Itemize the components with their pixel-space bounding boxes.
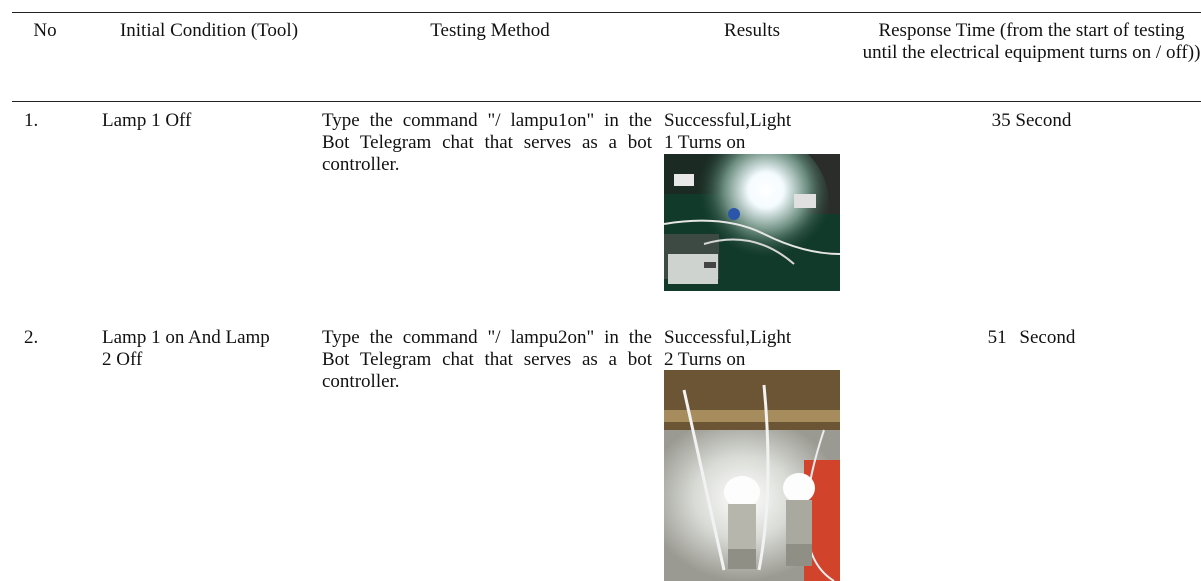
lamp-2-photo	[664, 370, 840, 581]
result-text: Successful,Light 2 Turns on	[664, 327, 792, 370]
testing-method: Type the command "/ lampu2on" in the Bot…	[322, 327, 652, 392]
header-response-time: Response Time (from the start of testing…	[862, 20, 1201, 63]
lamp-1-photo	[664, 154, 840, 291]
testing-method: Type the command "/ lampu1on" in the Bot…	[322, 110, 652, 175]
row-number: 2.	[24, 327, 39, 348]
results-table: No Initial Condition (Tool) Testing Meth…	[12, 0, 1201, 581]
row-number: 1.	[24, 110, 39, 131]
header-bottom-rule	[12, 101, 1201, 102]
result-text: Successful,Light 1 Turns on	[664, 110, 792, 153]
response-time: 51 Second	[987, 327, 1076, 348]
table-top-rule	[12, 12, 1201, 13]
header-initial-condition: Initial Condition (Tool)	[119, 20, 299, 41]
initial-condition: Lamp 1 Off	[102, 110, 192, 131]
initial-condition: Lamp 1 on And Lamp 2 Off	[102, 327, 270, 370]
header-testing-method: Testing Method	[430, 20, 550, 41]
header-no: No	[33, 20, 57, 41]
header-results: Results	[724, 20, 780, 41]
response-time: 35 Second	[991, 110, 1072, 131]
